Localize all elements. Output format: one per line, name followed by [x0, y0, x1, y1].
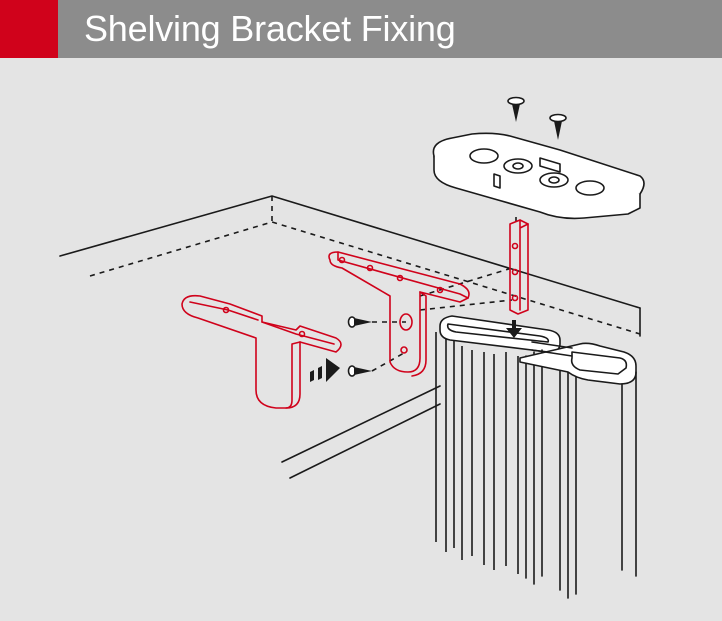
top-fixing-plate — [432, 132, 645, 220]
screw-icon — [507, 96, 567, 140]
side-screw-icon — [347, 316, 372, 377]
t-bracket — [328, 251, 470, 377]
upright-post — [435, 315, 637, 599]
alignment-guides — [371, 212, 517, 372]
shelf-support-bracket — [181, 294, 342, 409]
header-bar: Shelving Bracket Fixing — [0, 0, 722, 58]
assembly-diagram — [59, 96, 645, 599]
l-bracket — [509, 219, 529, 315]
header-accent — [0, 0, 58, 58]
page-title: Shelving Bracket Fixing — [84, 8, 456, 49]
direction-arrow-icon — [310, 320, 522, 382]
